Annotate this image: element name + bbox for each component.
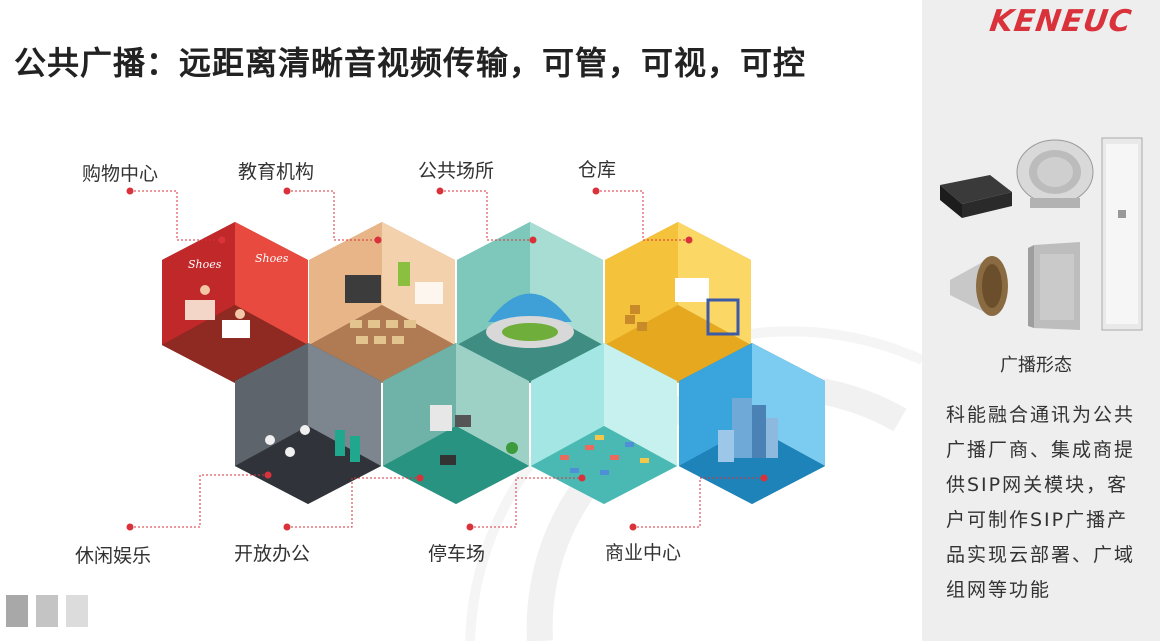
decor-square-light — [66, 595, 88, 627]
hex-business-center — [679, 343, 825, 504]
hex-parking — [531, 343, 677, 504]
page-title: 公共广播：远距离清晰音视频传输，可管，可视，可控 — [14, 44, 807, 82]
product-images — [940, 137, 1143, 331]
brand-logo: KENEUC — [987, 4, 1135, 39]
hex-leisure — [235, 343, 381, 504]
ceiling-speaker-icon — [1016, 139, 1094, 208]
scene-label-parking: 停车场 — [428, 543, 486, 565]
scene-hexagon-grid: Shoes Shoes — [126, 187, 825, 531]
column-speaker-icon — [1101, 137, 1143, 331]
scene-label-business-center: 商业中心 — [605, 542, 682, 564]
scene-label-warehouse: 仓库 — [578, 159, 617, 181]
hex-shopping-center: Shoes Shoes — [162, 222, 308, 383]
product-caption: 广播形态 — [1000, 355, 1072, 376]
scene-label-leisure: 休闲娱乐 — [75, 545, 152, 567]
decor-square-mid — [36, 595, 58, 627]
wall-speaker-icon — [1028, 242, 1080, 330]
scene-label-shopping-center: 购物中心 — [82, 163, 159, 185]
svg-text:Shoes: Shoes — [188, 258, 222, 271]
scene-label-open-office: 开放办公 — [234, 543, 311, 565]
decor-square-dark — [6, 595, 28, 627]
horn-speaker-icon — [950, 256, 1008, 316]
scene-label-education: 教育机构 — [238, 161, 315, 183]
svg-text:Shoes: Shoes — [255, 252, 289, 265]
hex-open-office — [383, 343, 529, 504]
sidebar-description: 科能融合通讯为公共广播厂商、集成商提供SIP网关模块，客户可制作SIP广播产品实… — [946, 404, 1136, 601]
gateway-box-icon — [940, 175, 1012, 218]
scene-label-public-places: 公共场所 — [418, 160, 495, 182]
